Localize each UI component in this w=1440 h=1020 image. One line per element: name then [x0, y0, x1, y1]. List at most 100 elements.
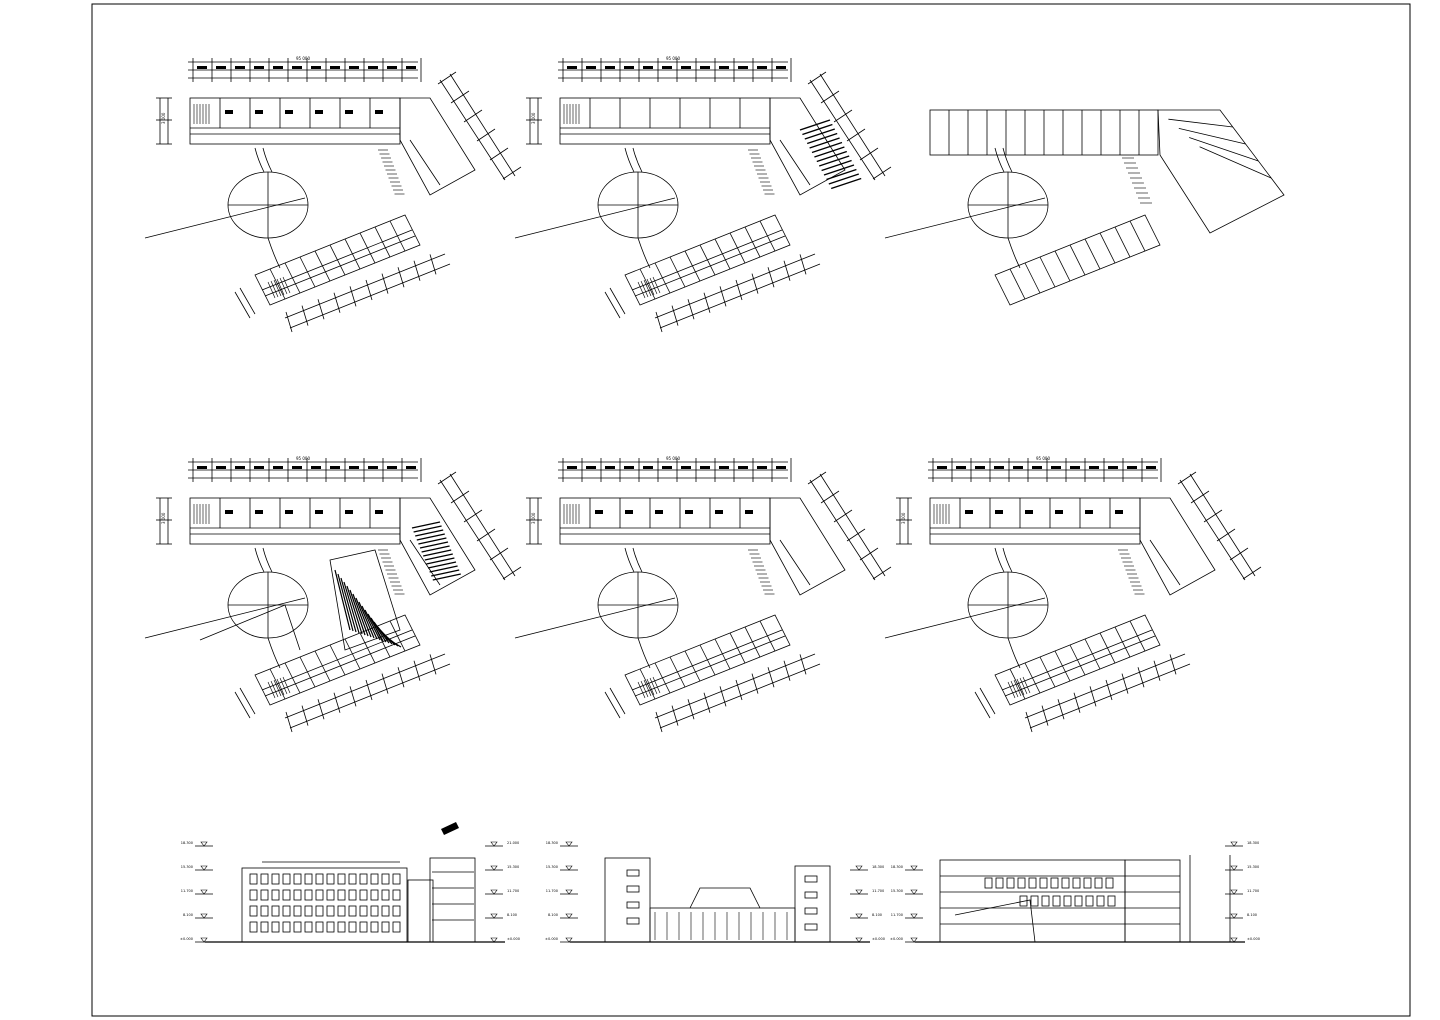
dimension-text	[624, 466, 634, 469]
window	[249, 921, 258, 933]
room-label	[315, 110, 323, 114]
window	[626, 901, 640, 909]
window	[1072, 877, 1081, 889]
room-label	[375, 110, 383, 114]
dimension-text	[757, 466, 767, 469]
dimension-text	[776, 66, 786, 69]
room-label	[345, 510, 353, 514]
north-wing	[189, 97, 401, 145]
rotunda	[884, 547, 1049, 669]
level-text: 15.300	[546, 865, 558, 869]
window	[304, 873, 313, 885]
dimension-text	[643, 66, 653, 69]
level-mark	[1230, 889, 1238, 895]
connector-path	[637, 637, 651, 669]
south-wing-outline	[254, 214, 421, 306]
dimension-text	[406, 66, 416, 69]
window	[381, 889, 390, 901]
south-wing	[604, 214, 821, 333]
level-mark	[910, 865, 918, 871]
level-mark	[200, 937, 208, 943]
window	[370, 889, 379, 901]
east-wing-outline	[769, 497, 846, 596]
room-label	[375, 510, 383, 514]
stair	[193, 104, 210, 124]
level-text: 15.300	[1247, 865, 1259, 869]
window	[249, 889, 258, 901]
window	[337, 905, 346, 917]
side-dimension-text: 3 000	[901, 512, 906, 524]
stair	[193, 504, 210, 524]
lobby-body	[649, 907, 796, 943]
room-label	[255, 110, 263, 114]
dimension-text	[975, 466, 985, 469]
window	[304, 921, 313, 933]
east-wing	[748, 71, 892, 196]
window	[282, 889, 291, 901]
window	[392, 921, 401, 933]
south-wing-outline	[994, 214, 1161, 306]
window	[381, 921, 390, 933]
level-text: 8.100	[1247, 913, 1257, 917]
room-label	[285, 110, 293, 114]
window	[626, 917, 640, 925]
room-label	[225, 110, 233, 114]
window	[984, 877, 993, 889]
window	[370, 905, 379, 917]
window	[293, 921, 302, 933]
window	[1050, 877, 1059, 889]
window	[315, 905, 324, 917]
window	[1041, 895, 1050, 907]
level-mark	[565, 841, 573, 847]
window	[260, 905, 269, 917]
window	[359, 905, 368, 917]
window	[249, 873, 258, 885]
rotunda	[144, 147, 309, 269]
window	[370, 921, 379, 933]
window	[1096, 895, 1105, 907]
level-mark	[200, 865, 208, 871]
room-label	[745, 510, 753, 514]
dimension-text	[1089, 466, 1099, 469]
window	[804, 907, 818, 915]
room-label	[1115, 510, 1123, 514]
window	[282, 921, 291, 933]
level-text: 11.700	[1247, 889, 1259, 893]
south-wing	[974, 614, 1191, 733]
dimension-text	[586, 466, 596, 469]
rotunda	[514, 547, 679, 669]
level-text: 21.000	[507, 841, 519, 845]
dimension-text	[387, 466, 397, 469]
east-wing-outline	[399, 97, 476, 196]
dimension-text	[624, 66, 634, 69]
dimension-text	[1146, 466, 1156, 469]
south-wing	[234, 614, 451, 733]
connector-path	[632, 147, 643, 173]
level-text: ±0.000	[872, 937, 885, 941]
window	[804, 875, 818, 883]
dimension-text	[719, 66, 729, 69]
window	[626, 869, 640, 877]
window	[804, 923, 818, 931]
dimension-text	[216, 466, 226, 469]
window	[995, 877, 1004, 889]
level-mark	[565, 937, 573, 943]
east-wing-outline	[399, 497, 476, 596]
level-mark	[565, 913, 573, 919]
window	[315, 873, 324, 885]
window	[1107, 895, 1116, 907]
connector-path	[254, 147, 265, 173]
north-arrow-mark	[441, 822, 459, 835]
connector-path	[624, 147, 635, 173]
rotunda	[884, 147, 1049, 269]
level-text: 15.300	[181, 865, 193, 869]
dimension-text	[273, 466, 283, 469]
connector-path	[994, 547, 1005, 573]
dimension-text	[586, 66, 596, 69]
connector-path	[624, 547, 635, 573]
south-wing	[604, 614, 821, 733]
window	[804, 891, 818, 899]
